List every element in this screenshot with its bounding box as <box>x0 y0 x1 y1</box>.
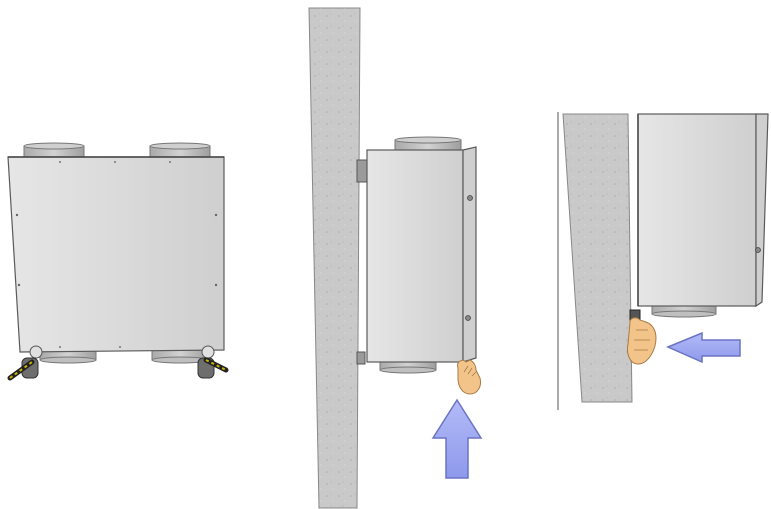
unit-side-mounting-view <box>308 7 483 509</box>
duct-collar-top-left <box>23 142 85 159</box>
wall-section <box>562 113 633 403</box>
unit-front-view <box>7 142 229 381</box>
duct-collar-bottom <box>651 303 717 318</box>
adjustable-foot-left <box>7 345 43 381</box>
arrow-left <box>666 331 741 364</box>
hand <box>457 359 481 395</box>
hand <box>627 317 657 365</box>
ventilation-unit <box>637 113 769 308</box>
duct-collar-top <box>394 136 462 153</box>
duct-collar-bottom <box>379 359 437 374</box>
ventilation-unit <box>7 156 225 353</box>
wall-section <box>308 7 361 509</box>
adjustable-foot-right <box>197 345 229 379</box>
arrow-up <box>431 398 483 479</box>
ventilation-unit <box>366 146 477 363</box>
duct-collar-top-right <box>149 142 211 159</box>
unit-detail-view <box>557 112 769 410</box>
